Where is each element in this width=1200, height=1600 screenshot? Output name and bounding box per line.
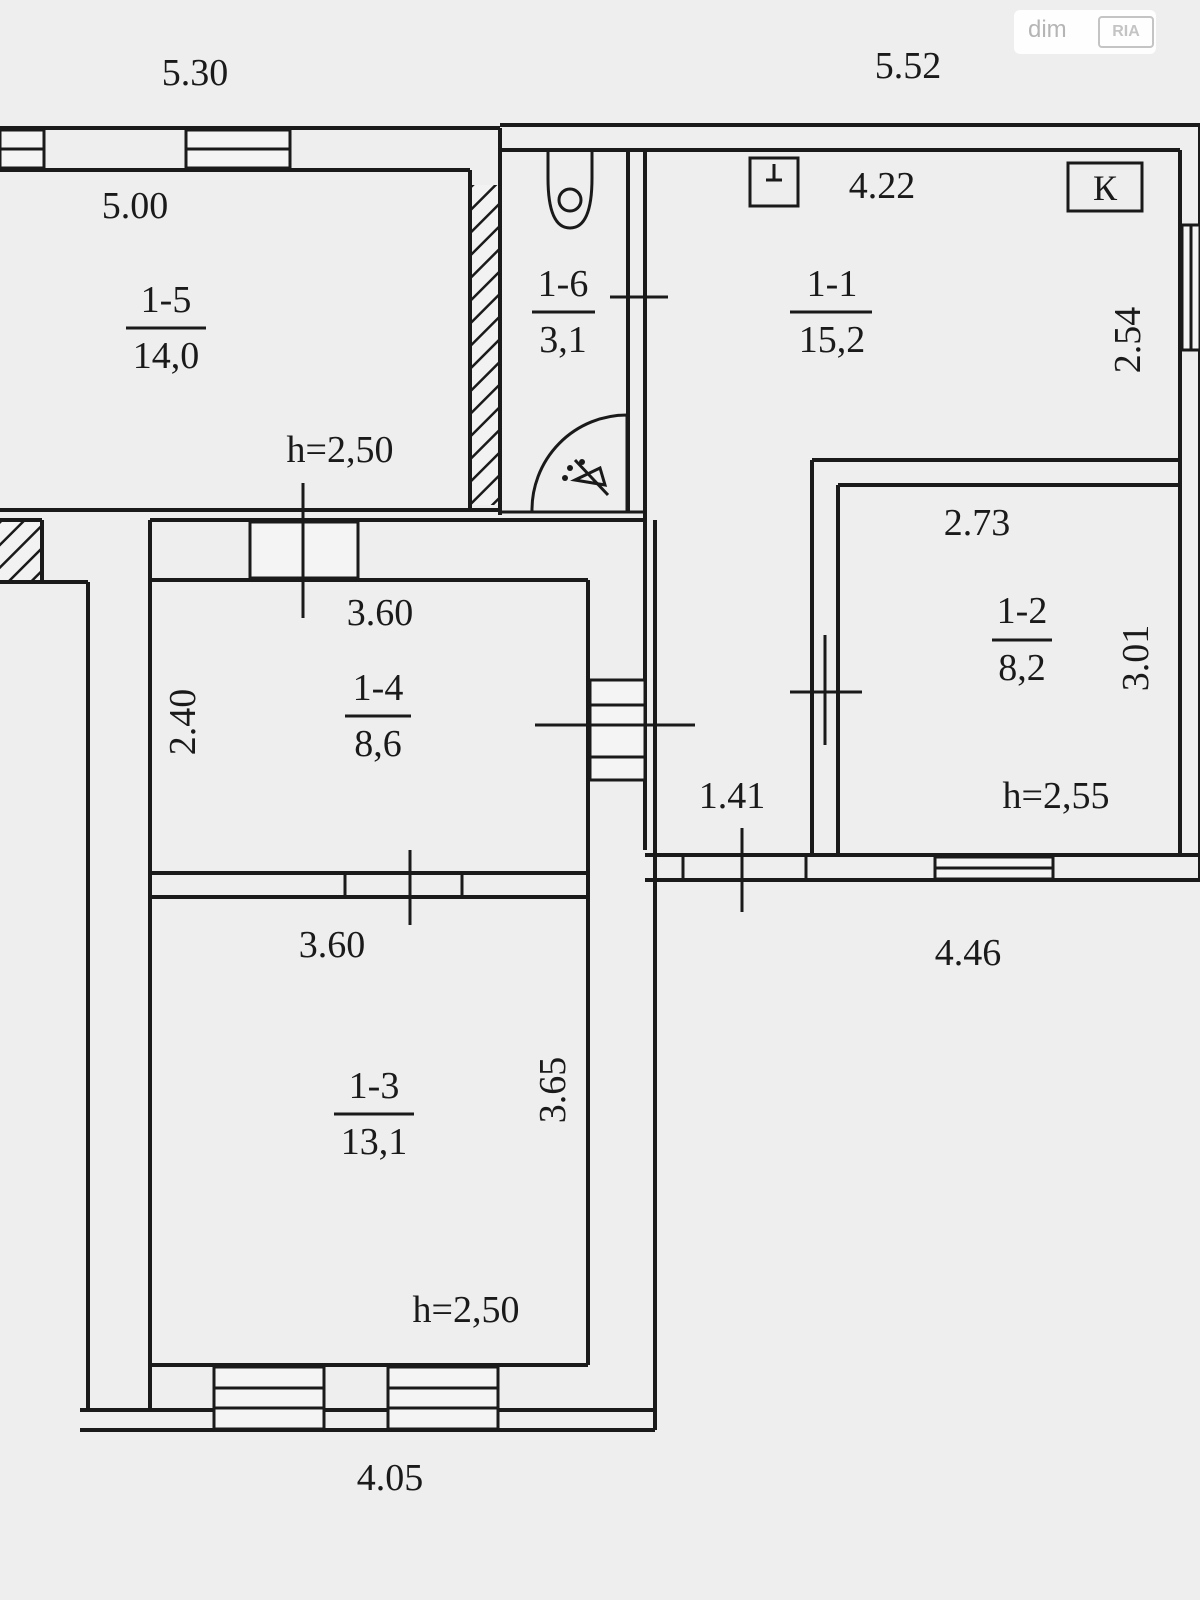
left-corridor (0, 483, 645, 1410)
room-1-6 (500, 150, 668, 850)
stove-icon (748, 156, 800, 208)
room-1-3-width: 3.60 (299, 924, 366, 966)
room-1-2-height: h=2,55 (1003, 775, 1110, 817)
top-wall-right (500, 123, 1200, 152)
watermark-brand: dim (1028, 16, 1067, 43)
room-1-1-area: 15,2 (799, 319, 866, 361)
room-1-6-area: 3,1 (539, 319, 587, 361)
shower-icon (562, 458, 610, 497)
room-1-1 (645, 125, 1200, 912)
room-1-3-height: h=2,50 (413, 1289, 520, 1331)
kitchen-marker: К (1066, 161, 1144, 213)
room-1-3-depth: 3.65 (532, 1057, 574, 1124)
toilet-icon (546, 150, 594, 230)
room-1-2-width: 2.73 (944, 502, 1011, 544)
hatched-block (0, 520, 42, 582)
room-1-3 (80, 520, 657, 1432)
room-1-1-id: 1-1 (807, 263, 858, 305)
dim-right-bottom: 4.46 (935, 932, 1002, 974)
hatched-wall (472, 185, 498, 505)
watermark-ria-logo: RIA (1098, 16, 1154, 48)
room-1-4-id: 1-4 (353, 667, 404, 709)
room-1-1-extra: 1.41 (699, 775, 766, 817)
room-1-5-id: 1-5 (141, 279, 192, 321)
room-1-2-area: 8,2 (998, 647, 1046, 689)
room-1-5-height: h=2,50 (287, 429, 394, 471)
room-1-4-depth: 2.40 (162, 689, 204, 756)
room-1-1-depth: 2.54 (1107, 307, 1149, 374)
shower-arc (530, 413, 629, 514)
kitchen-letter: К (1093, 168, 1118, 208)
top-wall-left (0, 126, 500, 172)
room-1-2 (790, 460, 1180, 855)
room-1-1-width: 4.22 (849, 165, 916, 207)
room-1-6-id: 1-6 (538, 263, 589, 305)
room-1-2-id: 1-2 (997, 590, 1048, 632)
room-1-5-width: 5.00 (102, 185, 169, 227)
room-1-3-id: 1-3 (349, 1065, 400, 1107)
dim-top-left: 5.30 (162, 52, 229, 94)
room-1-5-area: 14,0 (133, 335, 200, 377)
dim-bottom: 4.05 (357, 1457, 424, 1499)
room-1-4-area: 8,6 (354, 723, 402, 765)
room-1-4 (150, 578, 695, 1365)
room-1-4-width: 3.60 (347, 592, 414, 634)
room-1-2-depth: 3.01 (1115, 625, 1157, 692)
dim-top-right: 5.52 (875, 45, 942, 87)
room-1-3-area: 13,1 (341, 1121, 408, 1163)
room-1-5 (0, 128, 502, 515)
